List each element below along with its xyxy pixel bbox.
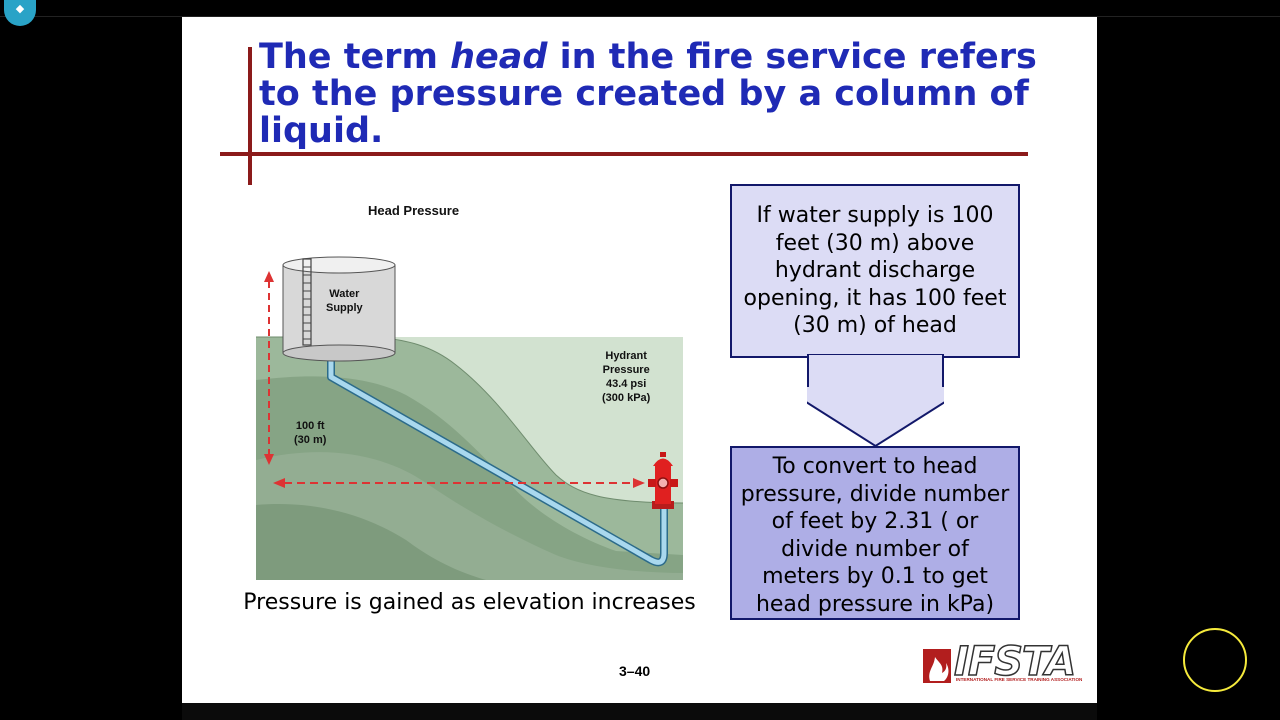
water-tank-base [282,344,396,362]
down-arrow-icon [807,354,944,448]
hydrant-label-line1: Hydrant [605,350,647,362]
title-vertical-rule [248,47,252,185]
player-bottom-bar [182,703,1097,720]
slide: The term head in the fire service refers… [182,17,1097,703]
hydrant-label-line4: (300 kPa) [602,392,651,404]
tank-label-line1: Water [329,288,360,300]
diagram-illustration [256,256,683,580]
water-tank-top [282,256,396,274]
page-number: 3–40 [619,663,651,679]
hill-band-base [256,504,486,580]
callout-top-text: If water supply is 100 feet (30 m) above… [743,203,1007,338]
head-pressure-diagram [256,255,683,580]
ifsta-logo-subtext: INTERNATIONAL FIRE SERVICE TRAINING ASSO… [956,677,1083,682]
title-horizontal-rule [220,152,1028,156]
hydrant-label-line3: 43.4 psi [605,378,647,390]
level-arrow-left-icon [273,478,285,488]
title-text-start: The term [259,37,451,77]
player-top-bar [0,0,1280,17]
down-arrow-shape [807,354,944,448]
tank-ladder-rungs [303,266,311,340]
cursor-highlight-icon [1183,628,1247,692]
diagram-caption: Pressure is gained as elevation increase… [243,590,696,615]
supply-pipe [328,350,667,565]
hill-outline [256,336,683,504]
height-arrow-up-icon [264,271,274,282]
player-badge-icon[interactable]: ◆ [4,0,36,26]
callout-box-bottom: To convert to head pressure, divide numb… [730,446,1020,620]
hydrant-pressure-label: Hydrant Pressure 43.4 psi (300 kPa) [602,349,650,405]
tank-label: Water Supply [326,287,363,315]
tank-ladder-icon [302,258,312,346]
slide-title: The term head in the fire service refers… [259,39,1059,150]
tank-label-line2: Supply [326,302,363,314]
height-label-line1: 100 ft [295,420,325,432]
title-emphasis: head [450,37,548,77]
height-label: 100 ft (30 m) [294,419,326,447]
ifsta-flame-icon [923,649,951,683]
diagram-title: Head Pressure [368,203,460,218]
height-label-line2: (30 m) [294,434,327,446]
ifsta-logo-text: IFSTA [953,639,1077,685]
ifsta-logo: IFSTA INTERNATIONAL FIRE SERVICE TRAININ… [922,639,1089,687]
hydrant-label-line2: Pressure [602,364,650,376]
fire-hydrant-icon [648,452,678,509]
callout-box-top: If water supply is 100 feet (30 m) above… [730,184,1020,358]
level-arrow-right-icon [633,478,645,488]
title-text-end: in the fire service refers to the pressu… [259,37,1037,151]
water-tank-body [282,264,396,354]
callout-bottom-text: To convert to head pressure, divide numb… [740,454,1010,617]
height-arrow-down-icon [264,454,274,465]
